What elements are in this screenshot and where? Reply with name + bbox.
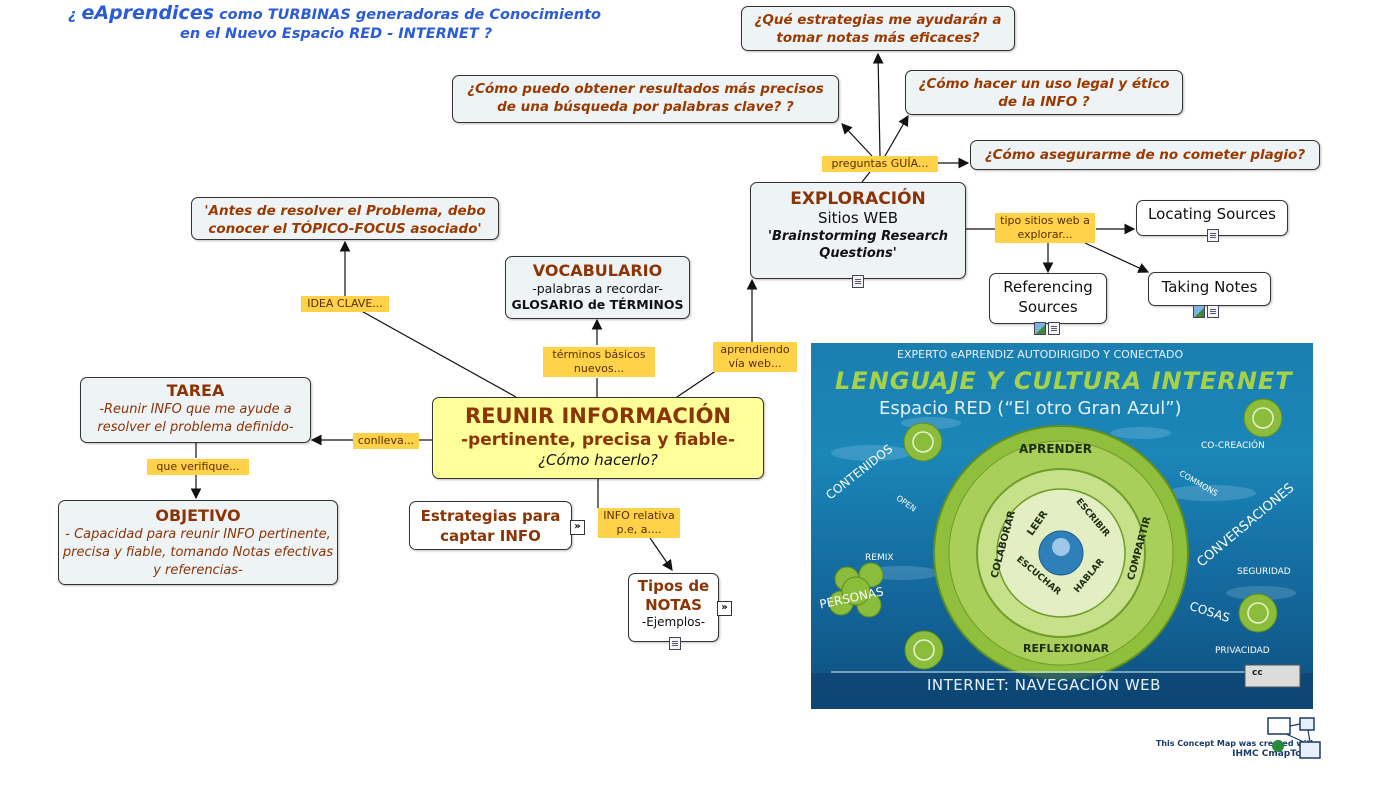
poster-top-text: EXPERTO eAPRENDIZ AUTODIRIGIDO Y CONECTA… [897,348,1184,361]
line-preg-resultados [841,123,873,157]
cmaptools-credit: This Concept Map was created with IHMC C… [1156,739,1316,759]
poster-image: EXPERTO eAPRENDIZ AUTODIRIGIDO Y CONECTA… [811,343,1313,709]
poster-seguridad: SEGURIDAD [1237,567,1291,577]
title-line1: como TURBINAS generadoras de Conocimient… [214,7,601,23]
tipos-body: -Ejemplos- [641,615,706,629]
label-preguntas-guia: preguntas GUÍA... [822,156,938,172]
poster-cocreacion: CO-CREACIÓN [1201,441,1265,451]
cmaptools-logo-icon [1267,717,1321,759]
node-antes-resolver[interactable]: 'Antes de resolver el Problema, debo con… [191,197,499,240]
node-resultados-precisos[interactable]: ¿Cómo puedo obtener resultados más preci… [452,75,839,123]
node-taking-notes[interactable]: Taking Notes [1148,272,1271,306]
node-tipos-notas[interactable]: Tipos de NOTAS -Ejemplos- [628,573,719,642]
referencing-icons [1033,318,1061,337]
poster-privacidad: PRIVACIDAD [1215,646,1270,656]
exploracion-body: 'Brainstorming Research Questions' [767,229,949,261]
document-icon[interactable] [1207,229,1219,242]
node-plagio[interactable]: ¿Cómo asegurarme de no cometer plagio? [970,140,1320,170]
poster-aprender: APRENDER [1019,442,1092,456]
document-icon[interactable] [852,275,864,288]
node-vocabulario[interactable]: VOCABULARIO -palabras a recordar- GLOSAR… [505,256,690,319]
node-tarea[interactable]: TAREA -Reunir INFO que me ayude a resolv… [80,377,311,443]
tipos-head: Tipos de NOTAS [637,577,710,614]
node-uso-legal[interactable]: ¿Cómo hacer un uso legal y ético de la I… [905,70,1183,115]
image-icon[interactable] [1034,322,1046,335]
reunir-body: ¿Cómo hacerlo? [538,451,658,469]
title-prefix: ¿ [68,7,82,23]
line-info-tipos [649,537,673,571]
tarea-head: TAREA [166,381,225,400]
node-estrategias-notas[interactable]: ¿Qué estrategias me ayudarán a tomar not… [741,6,1015,51]
document-icon[interactable] [669,637,681,650]
vocabulario-sub: -palabras a recordar- [532,281,663,296]
objetivo-head: OBJETIVO [155,506,241,525]
label-aprendiendo: aprendiendo vía web... [713,342,797,372]
label-idea-clave: IDEA CLAVE... [301,296,389,312]
link-icon[interactable]: » [570,520,585,535]
node-exploracion[interactable]: EXPLORACIÓN Sitios WEB 'Brainstorming Re… [750,182,966,279]
node-referencing-sources[interactable]: Referencing Sources [989,273,1107,324]
node-objetivo[interactable]: OBJETIVO - Capacidad para reunir INFO pe… [58,500,338,585]
label-que-verifique: que verifique... [147,459,249,475]
reunir-head: REUNIR INFORMACIÓN [465,404,731,428]
line-center-aprendiendo [676,367,721,398]
footer-line1: This Concept Map was created with [1155,739,1316,748]
document-icon[interactable] [1048,322,1060,335]
label-conlleva: conlleva... [353,433,419,449]
label-info-relativa: INFO relativa p.e, a.... [598,508,680,538]
line-tiposit-taking [1084,242,1150,273]
poster-reflexionar: REFLEXIONAR [1023,642,1110,655]
poster-main-title: LENGUAJE Y CULTURA INTERNET [835,367,1293,395]
poster-graphics [811,398,1313,709]
label-terminos-basicos: términos básicos nuevos... [543,347,655,377]
link-icon[interactable]: » [717,601,732,616]
reunir-sub: -pertinente, precisa y fiable- [460,430,735,450]
line-preg-estrategias [872,52,884,157]
node-reunir-informacion[interactable]: REUNIR INFORMACIÓN -pertinente, precisa … [432,397,764,479]
document-icon[interactable] [1207,305,1219,318]
objetivo-body: - Capacidad para reunir INFO pertinente,… [62,527,334,578]
tarea-body: -Reunir INFO que me ayude a resolver el … [97,402,294,435]
exploracion-sub: Sitios WEB [817,209,899,227]
line-explor-preguntas [861,171,871,183]
line-center-idea [355,307,517,398]
poster-cc-badge: cc [1252,668,1263,678]
vocabulario-body: GLOSARIO de TÉRMINOS [511,297,684,312]
title-line2: en el Nuevo Espacio RED - INTERNET ? [180,26,493,42]
exploracion-head: EXPLORACIÓN [790,189,926,209]
poster-bottom-text: INTERNET: NAVEGACIÓN WEB [927,676,1161,694]
poster-subtitle: Espacio RED (“El otro Gran Azul”) [879,398,1182,419]
poster-remix: REMIX [865,553,894,563]
image-icon[interactable] [1193,305,1205,318]
line-preg-legal [884,114,909,157]
title-brand: eAprendices [81,2,215,24]
footer-line2: IHMC CmapTools [1232,749,1316,759]
vocabulario-head: VOCABULARIO [532,261,663,280]
label-tipo-sitios: tipo sitios web a explorar... [995,213,1095,243]
map-title: ¿ eAprendices como TURBINAS generadoras … [68,4,601,44]
taking-icons [1192,301,1220,320]
node-estrategias-captar[interactable]: Estrategias para captar INFO [409,501,572,550]
